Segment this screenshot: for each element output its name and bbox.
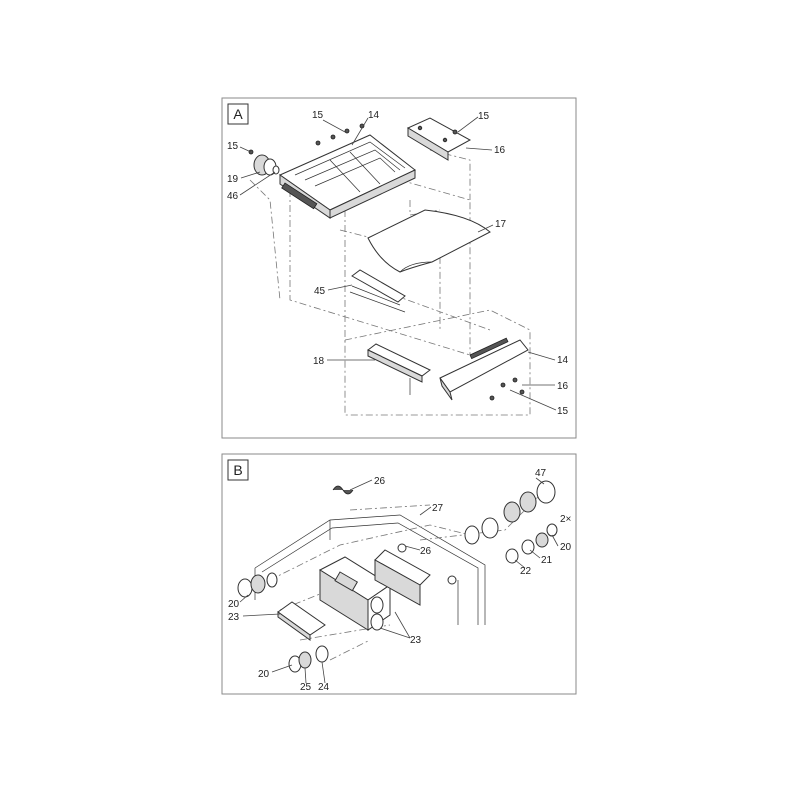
callout-b-22: 22 [520,566,532,577]
callout-a-45: 45 [314,286,326,297]
callout-b-20-left: 20 [228,599,240,610]
callout-b-24: 24 [318,682,330,693]
clip-bar [349,269,406,313]
callout-a-15-bottom: 15 [557,406,569,417]
callout-b-21: 21 [541,555,553,566]
callout-a-16-top: 16 [494,145,506,156]
panel-b-leaders [239,477,559,684]
top-filter-tray [278,134,416,219]
filter-sponge [367,209,491,273]
callout-a-46: 46 [227,191,239,202]
panel-b: B [221,453,577,695]
callout-b-26-mid: 26 [420,546,432,557]
callout-b-25: 25 [300,682,312,693]
callout-b-27: 27 [432,503,444,514]
bottom-tray [277,601,326,641]
callout-b-20-right: 20 [560,542,572,553]
callout-b-26-top: 26 [374,476,386,487]
callout-a-18: 18 [313,356,325,367]
callout-a-19: 19 [227,174,239,185]
holder-bracket-top [406,117,472,161]
hose-connector-left [248,149,280,176]
filter-housing [254,514,486,625]
callout-b-20-bottom: 20 [258,669,270,680]
pump-chamber [318,556,391,631]
bottom-housing [439,337,529,401]
callout-a-14-top: 14 [368,110,380,121]
callout-a-17: 17 [495,219,507,230]
panel-b-frame [221,453,577,695]
callout-b-47: 47 [535,468,547,479]
panel-b-tag-box [227,459,249,481]
callout-b-2x: 2× [560,514,572,525]
panel-a-tag: A [233,106,243,122]
panel-a-tag-box [227,103,249,125]
callout-a-14-bottom: 14 [557,355,569,366]
callout-a-15-top: 15 [312,110,324,121]
panel-a-leaders [239,116,557,411]
hose-adapter-bottom [288,645,329,673]
side-cover [374,549,431,606]
panel-a: A [221,97,577,439]
callout-a-15-right: 15 [478,111,490,122]
callout-a-15-left: 15 [227,141,239,152]
callout-b-23-left: 23 [228,612,240,623]
callout-b-23-right: 23 [410,635,422,646]
callout-a-16-bottom: 16 [557,381,569,392]
spring-clip [332,485,354,495]
hose-connector-right [464,480,558,564]
panel-b-tag: B [233,462,242,478]
hose-adapter-left [237,572,278,598]
panel-a-frame [221,97,577,439]
support-bracket [367,343,431,395]
